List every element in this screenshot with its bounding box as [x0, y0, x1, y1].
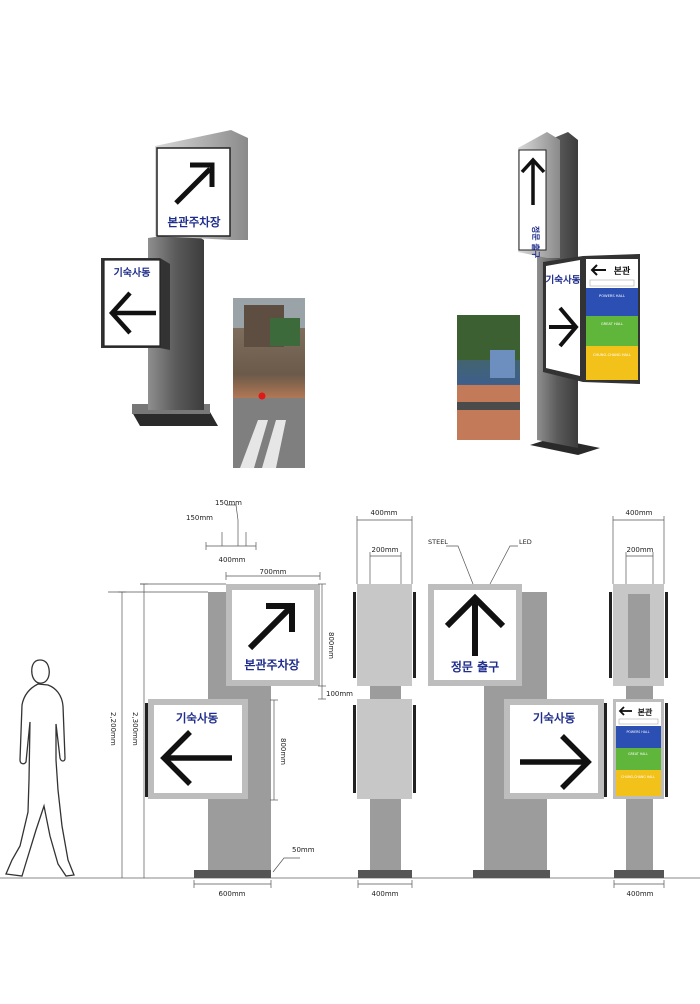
dim-label: 2,300mm: [131, 712, 139, 746]
dim-label: 200mm: [372, 546, 399, 554]
panel-item: CHUNG-CHANG HALL: [593, 353, 631, 357]
dim-label: 150mm: [215, 499, 242, 507]
back-elevation: 정문 출구 기숙사동: [428, 584, 607, 878]
arrow-up-right-icon: [174, 162, 215, 205]
arrow-right-icon: [549, 306, 579, 348]
panel-yellow: [586, 346, 638, 380]
base-plate: [530, 438, 600, 455]
dim-label: 400mm: [372, 890, 399, 898]
dim-label: 400mm: [627, 890, 654, 898]
panel-item: POWERS HALL: [599, 294, 625, 298]
panel-item: POWERS HALL: [627, 730, 650, 734]
panel-green: [586, 316, 638, 346]
panel-dimension-lines: [612, 516, 665, 888]
dim-label: 2,200mm: [109, 712, 117, 746]
side-elevation: [353, 584, 416, 878]
dim-label: 200mm: [627, 546, 654, 554]
logo-strip: [618, 718, 659, 725]
arrow-right-icon: [520, 734, 592, 790]
perspective-right-sign: 정문 출구 기숙사동 본관 POWERS HALL GREAT HALL CHU…: [518, 132, 640, 455]
panel-green: [616, 748, 661, 770]
top-sign-label: 본관주차장: [168, 215, 221, 229]
panel-header: 본관: [638, 707, 653, 717]
base-plate: [614, 870, 664, 878]
arrow-left-icon: [160, 730, 232, 786]
panel-item: CHUNG-CHANG HALL: [621, 775, 655, 779]
front-dimension-lines: [108, 504, 326, 888]
location-marker: [258, 392, 266, 400]
side-sign-face: [510, 705, 598, 793]
panel-header: 본관: [614, 265, 631, 277]
dim-label: 800mm: [279, 738, 287, 765]
dim-label: 700mm: [260, 568, 287, 576]
arrow-up-right-icon: [247, 603, 295, 651]
arrow-up-icon: [520, 157, 546, 205]
side-sign-face: [154, 705, 242, 793]
perspective-left-sign: 본관주차장 기숙사동: [101, 130, 248, 426]
panel-item: GREAT HALL: [601, 322, 623, 326]
front-elevation: 본관주차장 기숙사동: [145, 584, 320, 878]
top-sign-label-vertical: 정문 출구: [531, 226, 541, 259]
side-sign-label: 기숙사동: [533, 711, 576, 725]
base-plate: [132, 412, 218, 426]
side-sign-label: 기숙사동: [176, 711, 219, 725]
panel-item: GREAT HALL: [628, 752, 648, 756]
top-sign-label: 본관주차장: [244, 657, 299, 672]
panel-elevation: 본관 POWERS HALL GREAT HALL CHUNG-CHANG HA…: [609, 584, 668, 878]
logo-strip: [589, 279, 635, 287]
site-photo-right: [457, 315, 520, 440]
callout-led: LED: [519, 538, 532, 546]
top-box-side: [357, 584, 412, 686]
arrow-up-icon: [444, 593, 506, 656]
panel-blue: [616, 726, 661, 748]
top-sign-label: 정문 출구: [451, 659, 499, 674]
callout-steel: STEEL: [428, 538, 448, 546]
dim-label: 800mm: [327, 632, 335, 659]
arrow-left-icon: [108, 291, 156, 335]
panel-blue: [586, 288, 638, 316]
arrow-left-small-icon: [618, 706, 632, 716]
side-sign-face: [546, 260, 580, 376]
arrow-left-small-icon: [590, 264, 606, 276]
dim-label: 50mm: [292, 846, 315, 854]
base-plate: [473, 870, 550, 878]
human-scale-figure: [5, 659, 75, 877]
site-photo-left: [233, 298, 305, 468]
side-sign-face: [103, 259, 161, 347]
dim-label: 400mm: [371, 509, 398, 517]
callout-lines: [446, 545, 518, 585]
dim-label: 400mm: [626, 509, 653, 517]
side-box-side: [357, 699, 412, 799]
dim-label: 150mm: [186, 514, 213, 522]
side-sign-label: 기숙사동: [546, 274, 581, 286]
dim-label: 600mm: [219, 890, 246, 898]
side-dimension-lines: [356, 516, 413, 888]
side-sign-label: 기숙사동: [114, 266, 151, 279]
base-plate: [358, 870, 412, 878]
base-plate: [194, 870, 271, 878]
dim-label: 400mm: [219, 556, 246, 564]
dim-label: 100mm: [326, 690, 353, 698]
panel-yellow: [616, 770, 661, 796]
